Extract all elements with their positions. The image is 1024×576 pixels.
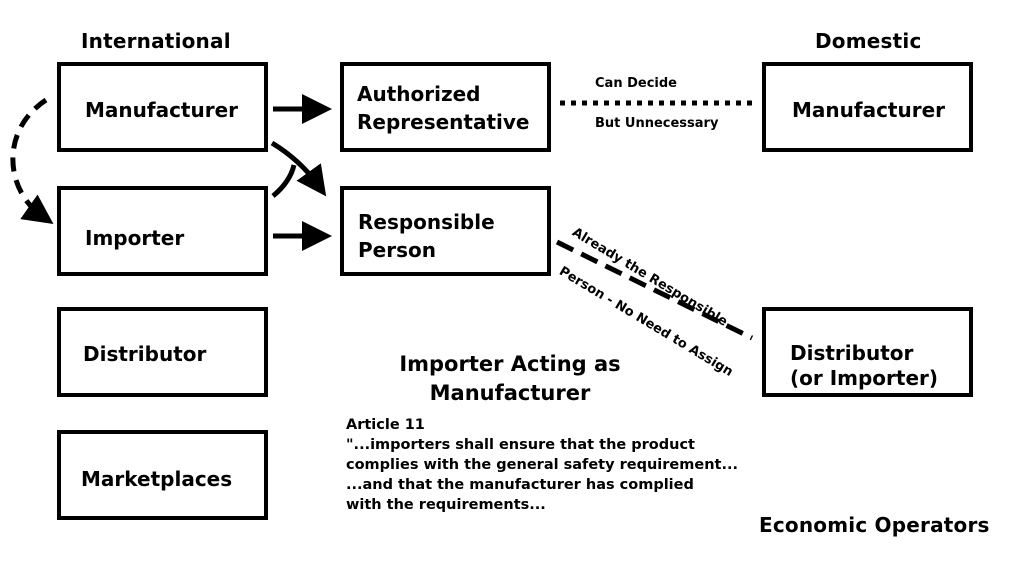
importer-acting-title-line1: Importer Acting as bbox=[399, 352, 621, 376]
heading-domestic: Domestic bbox=[815, 29, 922, 53]
box-label: Manufacturer bbox=[85, 98, 239, 122]
article-heading: Article 11 bbox=[346, 417, 425, 433]
article-quote: "...importers shall ensure that the prod… bbox=[346, 437, 738, 513]
dashed-line-responsible-person-to-distributor bbox=[555, 239, 754, 341]
heading-international: International bbox=[81, 29, 231, 53]
arrow-manufacturer-to-responsible-person bbox=[270, 140, 327, 197]
box-label: Manufacturer bbox=[792, 98, 946, 122]
footer-economic-operators: Economic Operators bbox=[759, 513, 990, 537]
importer-acting-title-line2: Manufacturer bbox=[429, 381, 591, 405]
dashed-arrow-manufacturer-to-importer bbox=[10, 97, 54, 225]
box-distributor: Distributor bbox=[57, 307, 268, 397]
box-domestic-distributor: Distributor (or Importer) bbox=[762, 307, 973, 397]
box-label: Responsible Person bbox=[358, 210, 495, 262]
box-label: Marketplaces bbox=[81, 467, 233, 491]
box-label: Distributor (or Importer) bbox=[790, 341, 939, 390]
box-importer: Importer bbox=[57, 186, 268, 276]
arrow-importer-curve-to-responsible-person bbox=[271, 164, 297, 198]
box-label: Distributor bbox=[83, 342, 207, 366]
box-domestic-manufacturer: Manufacturer bbox=[762, 62, 973, 152]
box-label: Authorized Representative bbox=[357, 82, 530, 134]
box-responsible-person: Responsible Person bbox=[340, 186, 551, 276]
label-but-unnecessary: But Unnecessary bbox=[595, 116, 719, 131]
box-label: Importer bbox=[85, 226, 185, 250]
label-can-decide: Can Decide bbox=[595, 76, 677, 91]
box-international-manufacturer: Manufacturer bbox=[57, 62, 268, 152]
box-marketplaces: Marketplaces bbox=[57, 430, 268, 520]
box-authorized-representative: Authorized Representative bbox=[340, 62, 551, 152]
